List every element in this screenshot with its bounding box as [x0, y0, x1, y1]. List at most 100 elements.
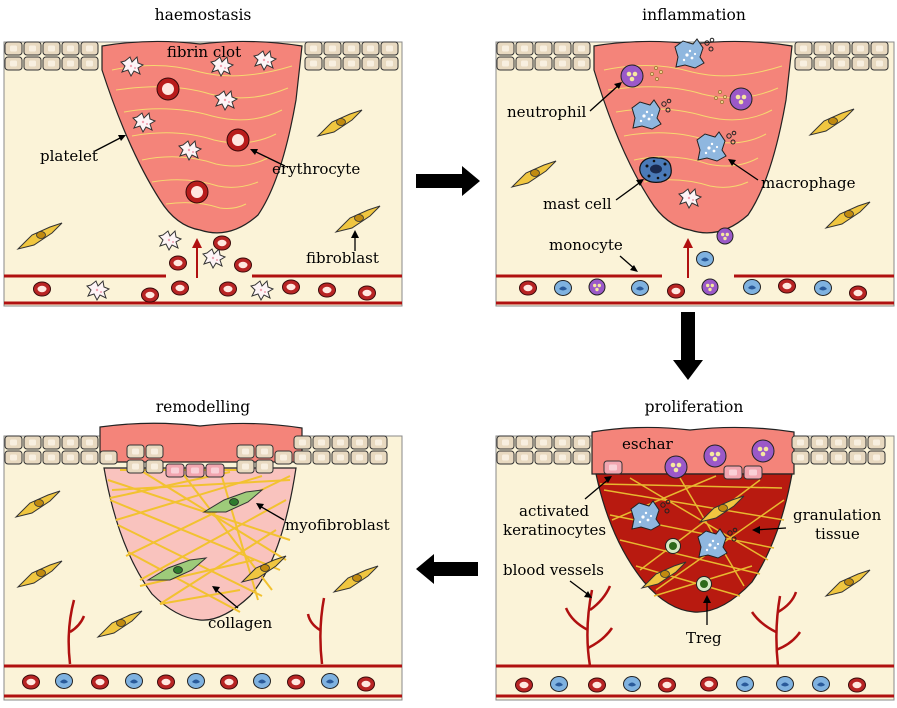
erythrocyte-cell [171, 280, 189, 296]
panel-title-inflammation: inflammation [642, 6, 746, 24]
erythrocyte-cell [318, 282, 336, 298]
panel-title-remodelling: remodelling [156, 398, 251, 416]
label-platelet: platelet [40, 147, 98, 165]
label-neutrophil: neutrophil [507, 103, 586, 121]
erythrocyte-cell [234, 257, 252, 273]
neutrophil-cell [729, 87, 753, 111]
label-macrophage: macrophage [761, 174, 856, 192]
panel-proliferation: proliferation eschar activated keratinoc… [495, 398, 895, 701]
label-arrowheads-proliferation [584, 476, 760, 603]
monocyte-cell [631, 280, 649, 296]
monocyte-cell [187, 673, 205, 689]
label-mast-cell: mast cell [543, 195, 612, 213]
monocyte-cell [776, 676, 794, 692]
label-blood-vessels: blood vessels [503, 561, 604, 579]
label-myofibroblast: myofibroblast [285, 516, 390, 534]
monocyte-cell [696, 251, 714, 267]
neutrophil-cell [703, 444, 727, 468]
blood-vessel-proliferation [496, 664, 894, 698]
erythrocyte-cell [141, 287, 159, 303]
blood-vessel-inflammation [496, 274, 894, 305]
erythrocyte-in-clot [185, 180, 209, 204]
label-activated: activated [519, 502, 589, 520]
erythrocyte-in-clot [226, 128, 250, 152]
label-arrowheads-remodelling [212, 503, 264, 593]
monocyte-cell [736, 676, 754, 692]
remodel-scar-tissue [103, 467, 297, 621]
erythrocyte-cell [22, 674, 40, 690]
monocyte-cell [812, 676, 830, 692]
mast-cell [639, 157, 672, 183]
label-tissue: tissue [815, 525, 860, 543]
treg-cell [665, 538, 681, 554]
erythrocyte-cell [287, 674, 305, 690]
monocyte-cell [554, 280, 572, 296]
monocyte-cell [125, 673, 143, 689]
label-fibrin-clot: fibrin clot [167, 43, 241, 61]
neutrophil-cell [588, 278, 606, 296]
erythrocyte-cell [849, 285, 867, 301]
flow-arrow-left-icon [416, 554, 478, 584]
erythrocyte-cell [220, 674, 238, 690]
panel-haemostasis: haemostasis fibrin clot platelet erythro… [3, 6, 403, 307]
neutrophil-cell [664, 455, 688, 479]
treg-cell [696, 576, 712, 592]
monocyte-cell [253, 673, 271, 689]
label-collagen: collagen [208, 614, 272, 632]
erythrocyte-cell [358, 285, 376, 301]
label-leaders-haemostasis [94, 135, 356, 251]
erythrocyte-cell [219, 281, 237, 297]
erythrocyte-cell [778, 278, 796, 294]
erythrocyte-cell [91, 674, 109, 690]
erythrocyte-cell [33, 281, 51, 297]
panel-title-haemostasis: haemostasis [155, 6, 252, 24]
label-monocyte: monocyte [549, 236, 623, 254]
erythrocyte-cell [588, 677, 606, 693]
eschar-scab [591, 426, 795, 475]
monocyte-cell [550, 676, 568, 692]
flow-arrow-down-icon [673, 312, 703, 380]
monocyte-cell [743, 279, 761, 295]
monocyte-cell [55, 673, 73, 689]
monocyte-cell [321, 673, 339, 689]
neutrophil-cell [716, 227, 734, 245]
new-keratinocytes-remodelling [165, 463, 225, 478]
erythrocyte-cell [515, 677, 533, 693]
erythrocyte-cell [282, 279, 300, 295]
panel-title-proliferation: proliferation [645, 398, 744, 416]
monocyte-cell [623, 676, 641, 692]
migration-arrow-inflammation [683, 238, 693, 278]
label-granulation: granulation [793, 506, 882, 524]
label-keratinocytes: keratinocytes [503, 521, 606, 539]
label-erythrocyte: erythrocyte [272, 160, 360, 178]
erythrocyte-cell [357, 676, 375, 692]
neutrophil-cell [701, 278, 719, 296]
label-fibroblast: fibroblast [306, 249, 379, 267]
erythrocyte-cell [169, 255, 187, 271]
blood-vessel-branches-remodelling [67, 597, 326, 665]
erythrocyte-cell [519, 280, 537, 296]
label-leaders-remodelling [213, 504, 285, 609]
monocyte-cell [814, 280, 832, 296]
label-eschar: eschar [622, 435, 674, 453]
flow-arrow-right-icon [416, 166, 480, 196]
erythrocyte-cell [213, 235, 231, 251]
neutrophil-cell [620, 64, 644, 88]
neutrophil-cell [751, 439, 775, 463]
erythrocyte-cell [667, 283, 685, 299]
label-arrowheads-inflammation [614, 82, 736, 272]
migration-arrow [192, 238, 202, 278]
blood-vessel-haemostasis [4, 274, 402, 305]
label-arrowheads-haemostasis [118, 135, 359, 238]
erythrocyte-in-clot [156, 77, 180, 101]
blood-vessel-remodelling [4, 664, 402, 698]
erythrocyte-cell [848, 677, 866, 693]
erythrocyte-cell [157, 674, 175, 690]
erythrocyte-cell [658, 677, 676, 693]
panel-inflammation: inflammation neutrophil macrophage mast … [495, 6, 895, 307]
panel-remodelling: remodelling myofibroblast collagen [3, 398, 403, 701]
label-treg: Treg [686, 629, 722, 647]
erythrocyte-cell [700, 676, 718, 692]
